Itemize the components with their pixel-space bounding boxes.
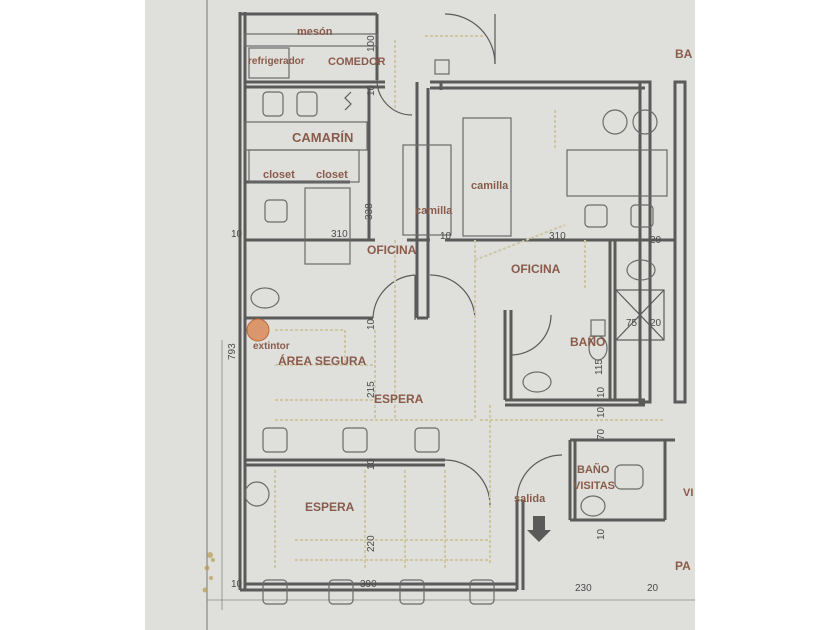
label-espera-2: ESPERA <box>305 500 355 514</box>
dim-115: 115 <box>594 359 605 375</box>
dim-310-a: 310 <box>331 229 348 240</box>
label-closet-1: closet <box>263 169 295 181</box>
label-cut-ba: BA <box>675 47 693 61</box>
dim-10-i: 10 <box>596 386 607 398</box>
label-cut-vi: VI <box>683 487 694 499</box>
dim-793: 793 <box>227 343 238 360</box>
label-camilla-1: camilla <box>415 205 453 217</box>
label-bano-visitas-line1: BAÑO <box>577 464 610 476</box>
dim-100: 100 <box>366 35 377 52</box>
dim-20-b: 20 <box>650 318 662 329</box>
dim-338: 338 <box>364 203 375 220</box>
floor-plan-sheet: mesón refrigerador COMEDOR CAMARÍN close… <box>145 0 695 630</box>
doors <box>372 13 563 506</box>
dim-230: 230 <box>575 583 592 594</box>
label-oficina-2: OFICINA <box>511 262 561 276</box>
label-area-segura: ÁREA SEGURA <box>278 354 367 368</box>
label-bano-visitas-line2: VISITAS <box>573 480 615 492</box>
dim-310-b: 310 <box>549 231 566 242</box>
label-salida: salida <box>514 493 546 505</box>
label-bano: BAÑO <box>570 335 606 349</box>
dim-215: 215 <box>366 381 377 398</box>
label-oficina-1: OFICINA <box>367 243 417 257</box>
dim-10-c: 10 <box>231 579 243 590</box>
shower-icon <box>615 289 665 341</box>
label-refrigerador: refrigerador <box>248 56 305 67</box>
exit-arrow-icon <box>527 516 551 542</box>
dim-20-c: 20 <box>647 583 659 594</box>
dim-10-f: 10 <box>366 84 377 96</box>
dim-75: 75 <box>626 318 638 329</box>
dim-10-d: 10 <box>366 318 377 330</box>
label-comedor: COMEDOR <box>328 56 386 68</box>
extinguisher-icon <box>246 318 270 342</box>
dim-20-a: 20 <box>650 235 662 246</box>
dim-10-g: 10 <box>596 406 607 418</box>
chair-icon <box>262 91 658 605</box>
stain <box>202 552 215 593</box>
dim-220: 220 <box>366 535 377 552</box>
toilet-icon <box>588 319 644 490</box>
label-espera-1: ESPERA <box>374 392 424 406</box>
label-camarin: CAMARÍN <box>292 130 354 145</box>
dim-10-a: 10 <box>231 229 243 240</box>
label-closet-2: closet <box>316 169 348 181</box>
dim-390: 390 <box>360 579 377 590</box>
label-cut-pa: PA <box>675 559 691 573</box>
dim-10-h: 10 <box>596 528 607 540</box>
walls <box>238 12 687 592</box>
dim-70: 70 <box>596 428 607 440</box>
sink-icon <box>244 59 656 517</box>
label-extintor: extintor <box>253 341 290 352</box>
label-camilla-2: camilla <box>471 180 509 192</box>
dim-10-e: 10 <box>366 458 377 470</box>
evacuation-route <box>274 35 665 570</box>
dim-10-b: 10 <box>440 231 452 242</box>
label-meson: mesón <box>297 26 333 38</box>
floor-plan-drawing <box>202 0 695 630</box>
furniture <box>244 33 668 265</box>
